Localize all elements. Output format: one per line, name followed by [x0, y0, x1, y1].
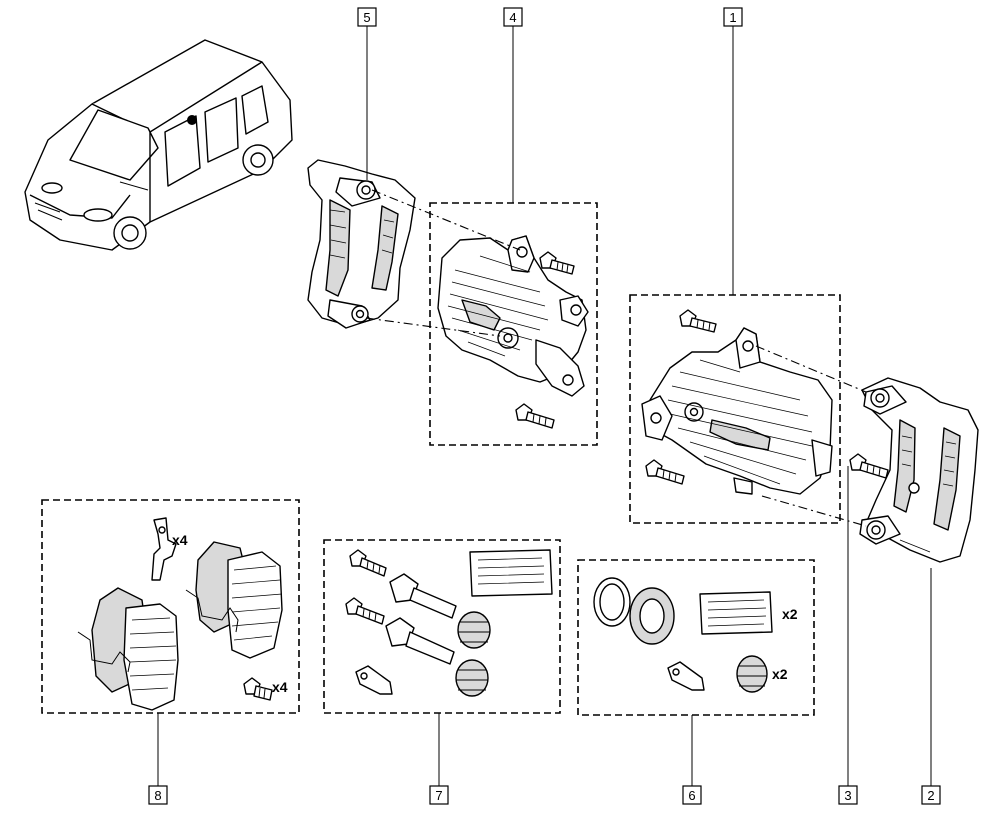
callout-5: 5	[357, 7, 377, 27]
group-box-6	[577, 559, 815, 716]
svg-text:8: 8	[154, 788, 161, 803]
bolt-part-3	[849, 453, 889, 479]
qty-pad-clips: x4	[172, 532, 188, 548]
callout-2: 2	[921, 785, 941, 805]
bolt-upper-4	[539, 251, 575, 275]
callout-8: 8	[148, 785, 168, 805]
svg-text:7: 7	[435, 788, 442, 803]
vehicle-illustration	[24, 39, 293, 251]
group-box-1	[629, 294, 841, 524]
svg-text:1: 1	[729, 10, 736, 25]
assembly-lines	[365, 189, 867, 527]
caliper-bracket-left	[307, 159, 416, 329]
bolt-upper-1	[679, 309, 717, 333]
brake-pads-kit	[77, 517, 283, 711]
callout-1: 1	[723, 7, 743, 27]
group-box-7	[323, 539, 561, 714]
svg-text:3: 3	[844, 788, 851, 803]
callout-6: 6	[682, 785, 702, 805]
bolt-lower-1	[645, 459, 685, 485]
callout-3: 3	[838, 785, 858, 805]
brake-caliper-right	[641, 327, 833, 495]
callout-7: 7	[429, 785, 449, 805]
qty-kit6-boots: x2	[772, 666, 788, 682]
piston-seal-kit	[593, 577, 773, 693]
svg-text:4: 4	[509, 10, 516, 25]
svg-text:2: 2	[927, 788, 934, 803]
callout-4: 4	[503, 7, 523, 27]
guide-pin-kit	[345, 549, 553, 697]
caliper-bracket-right	[859, 377, 979, 563]
leader-lines	[157, 26, 932, 786]
svg-text:6: 6	[688, 788, 695, 803]
svg-text:5: 5	[363, 10, 370, 25]
qty-kit6-grease: x2	[782, 606, 798, 622]
qty-pad-bolts: x4	[272, 679, 288, 695]
brake-caliper-left	[437, 235, 589, 397]
group-box-8	[41, 499, 300, 714]
bolt-lower-4	[515, 403, 555, 429]
